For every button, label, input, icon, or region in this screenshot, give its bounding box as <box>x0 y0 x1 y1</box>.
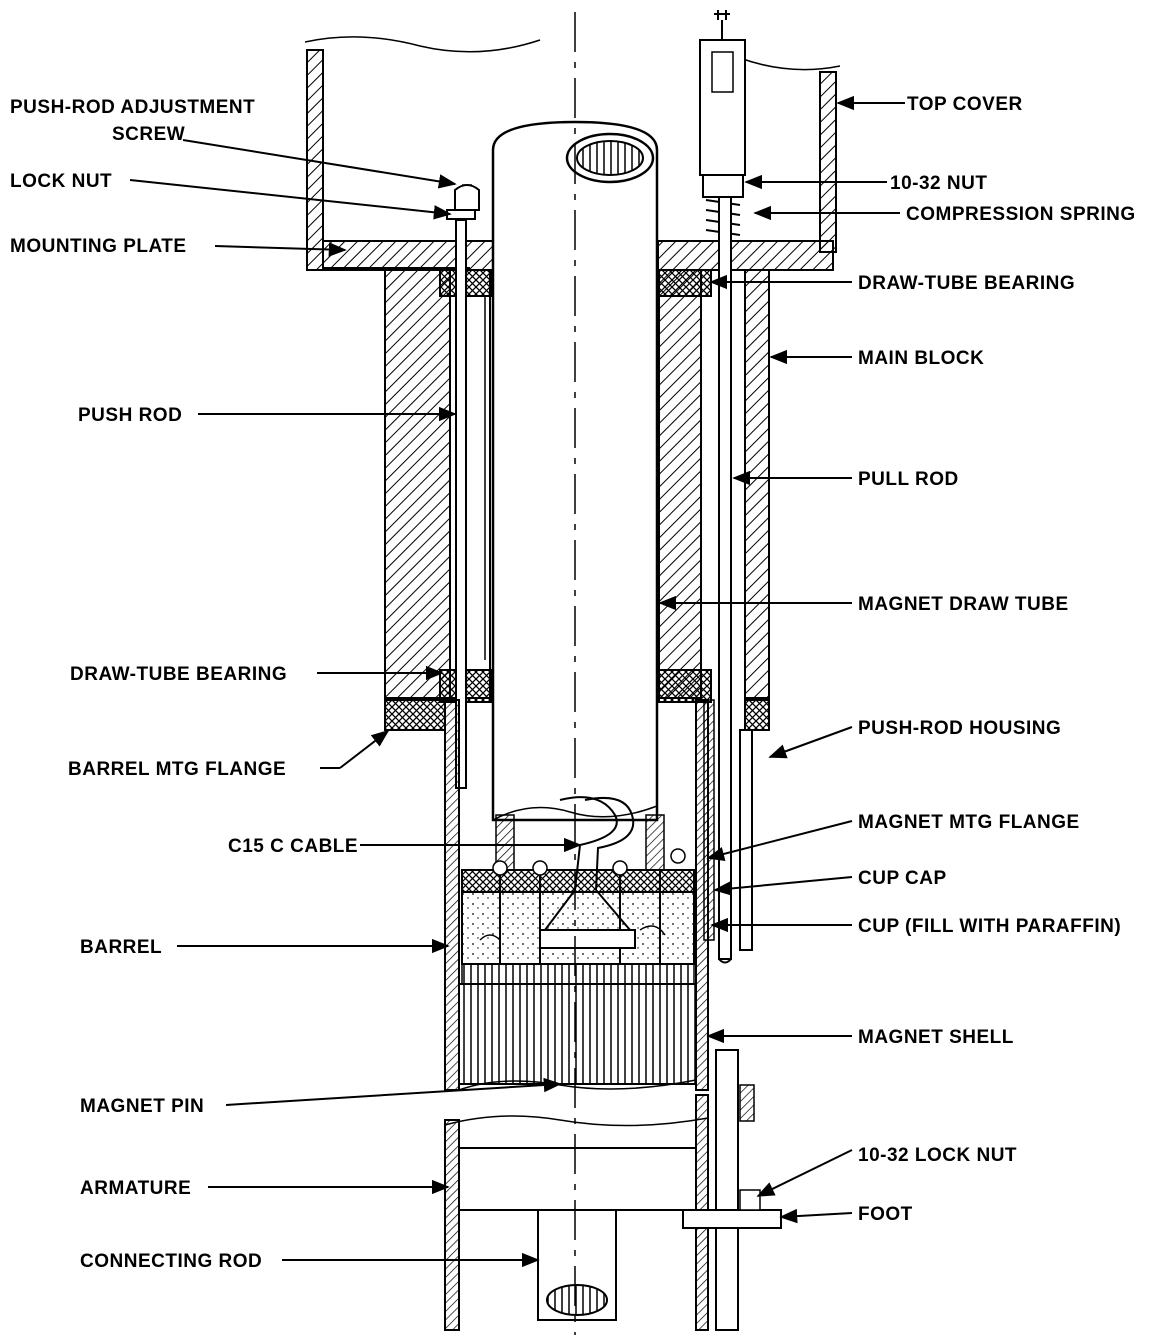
label-magnet-pin: MAGNET PIN <box>80 1096 204 1117</box>
cable-part <box>539 796 636 949</box>
label-push-rod-adjustment-screw-line2: SCREW <box>112 124 185 145</box>
label-pull-rod: PULL ROD <box>858 469 959 490</box>
label-push-rod: PUSH ROD <box>78 405 182 426</box>
label-main-block: MAIN BLOCK <box>858 348 984 369</box>
label-barrel-mtg-flange: BARREL MTG FLANGE <box>68 759 286 780</box>
label-connecting-rod: CONNECTING ROD <box>80 1251 262 1272</box>
label-draw-tube-bearing-lower: DRAW-TUBE BEARING <box>70 664 287 685</box>
main-block <box>384 269 770 699</box>
pull-rod-part <box>699 10 746 964</box>
top-cover <box>304 36 841 271</box>
label-magnet-shell: MAGNET SHELL <box>858 1027 1014 1048</box>
push-rod-part <box>446 184 486 789</box>
label-push-rod-adjustment-screw: PUSH-ROD ADJUSTMENT <box>10 97 255 118</box>
label-cup-cap: CUP CAP <box>858 868 947 889</box>
labels-right: TOP COVER 10-32 NUT COMPRESSION SPRING D… <box>858 94 1136 1225</box>
label-push-rod-housing: PUSH-ROD HOUSING <box>858 718 1061 739</box>
labels-left: PUSH-ROD ADJUSTMENT SCREW LOCK NUT MOUNT… <box>10 97 358 1272</box>
label-foot: FOOT <box>858 1204 913 1225</box>
label-compression-spring: COMPRESSION SPRING <box>906 204 1136 225</box>
label-magnet-mtg-flange: MAGNET MTG FLANGE <box>858 812 1080 833</box>
label-barrel: BARREL <box>80 937 162 958</box>
label-cup: CUP (FILL WITH PARAFFIN) <box>858 916 1121 937</box>
label-c15c-cable: C15 C CABLE <box>228 836 358 857</box>
label-10-32-nut: 10-32 NUT <box>890 173 987 194</box>
foot-part <box>682 1049 782 1331</box>
label-10-32-lock-nut: 10-32 LOCK NUT <box>858 1145 1017 1166</box>
cup-assembly <box>461 848 695 985</box>
barrel-part <box>444 699 709 1091</box>
magnet-draw-tube <box>491 120 659 822</box>
label-draw-tube-bearing-upper: DRAW-TUBE BEARING <box>858 273 1075 294</box>
label-armature: ARMATURE <box>80 1178 191 1199</box>
label-top-cover: TOP COVER <box>907 94 1023 115</box>
magnet-shell-part <box>458 983 697 1091</box>
connecting-rod-part <box>537 1209 617 1321</box>
label-mounting-plate: MOUNTING PLATE <box>10 236 187 257</box>
label-magnet-draw-tube: MAGNET DRAW TUBE <box>858 594 1069 615</box>
leaders-right <box>658 95 905 1224</box>
leaders-left <box>129 139 582 1268</box>
label-lock-nut: LOCK NUT <box>10 171 112 192</box>
barrel-mtg-flange <box>384 699 770 731</box>
